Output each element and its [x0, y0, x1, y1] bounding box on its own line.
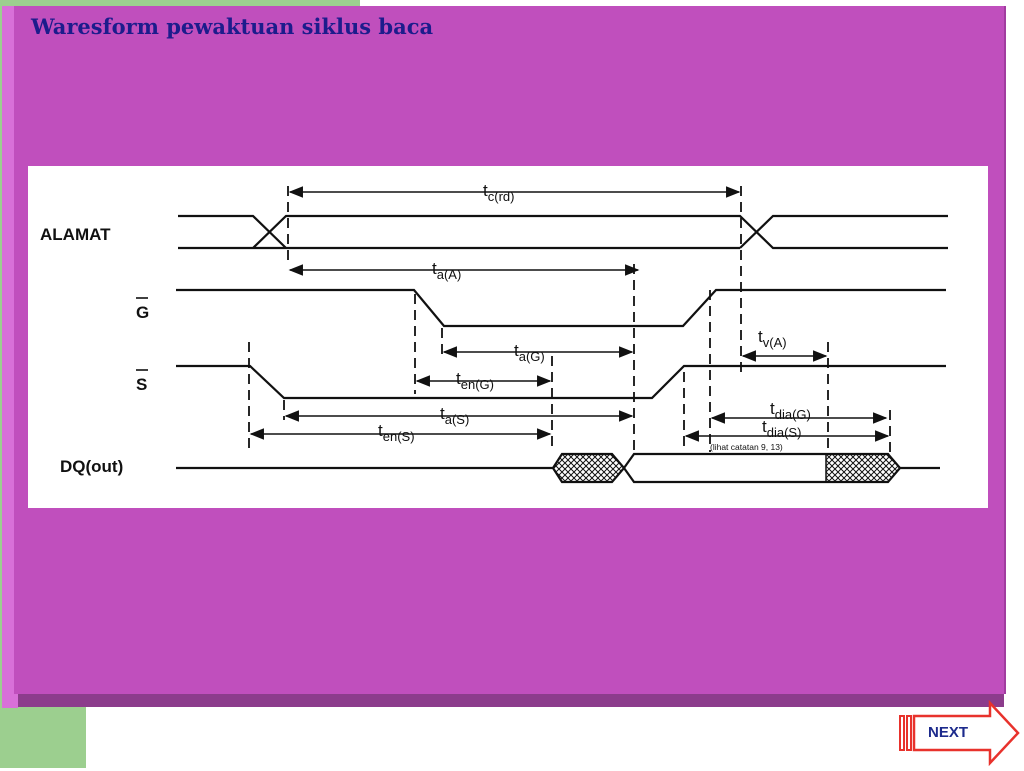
- ta-a-label: ta(A): [432, 259, 461, 282]
- s-waveform: [176, 364, 946, 400]
- next-arrow-icon: [899, 699, 1020, 767]
- tc-rd-label: tc(rd): [483, 181, 514, 204]
- dq-hatch-right: [825, 453, 901, 483]
- s-label: S: [136, 375, 147, 394]
- alamat-waveform: [178, 214, 948, 250]
- ta-g-label: ta(G): [514, 341, 545, 364]
- slide-shadow: [8, 693, 1004, 707]
- slide-title: Waresform pewaktuan siklus baca: [31, 14, 434, 39]
- tdia-s-label: tdia(S): [762, 417, 801, 440]
- reference-lines: [248, 186, 891, 452]
- ten-s-label: ten(S): [378, 421, 415, 444]
- ten-g-label: ten(G): [456, 369, 494, 392]
- note-label: (lihat catatan 9, 13): [710, 442, 783, 452]
- next-label: NEXT: [928, 724, 969, 741]
- g-waveform: [176, 288, 946, 328]
- g-label: G: [136, 303, 149, 322]
- tdia-g-label: tdia(G): [770, 399, 811, 422]
- dq-hatch-left: [552, 453, 625, 483]
- timing-diagram-svg: ALAMAT G S DQ(out) tc(rd) ta(A) ta(G) te…: [40, 181, 948, 484]
- timing-diagram: ALAMAT G S DQ(out) tc(rd) ta(A) ta(G) te…: [28, 166, 988, 508]
- green-top-decoration: [0, 0, 360, 8]
- ta-s-label: ta(S): [440, 404, 469, 427]
- alamat-label: ALAMAT: [40, 225, 111, 244]
- dq-label: DQ(out): [60, 457, 123, 476]
- next-button[interactable]: NEXT: [898, 699, 1020, 767]
- tv-a-label: tv(A): [758, 327, 787, 350]
